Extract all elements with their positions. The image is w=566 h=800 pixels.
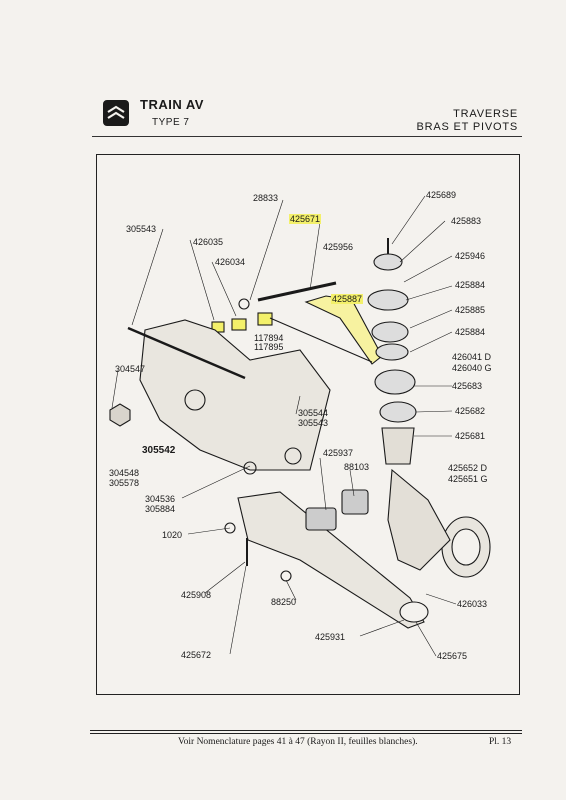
part-label-425672: 425672	[181, 650, 212, 660]
footer-rule-bottom	[90, 733, 522, 734]
part-label-305884: 305884	[145, 504, 176, 514]
part-label-426035: 426035	[193, 237, 224, 247]
part-label-304547: 304547	[115, 364, 146, 374]
part-label-425675: 425675	[437, 651, 468, 661]
page-subtitle: TYPE 7	[152, 117, 190, 128]
part-label-305543-mid: 305543	[298, 418, 329, 428]
part-label-426034: 426034	[215, 257, 246, 267]
footer-rule-top	[90, 730, 522, 731]
section-subtitle: BRAS ET PIVOTS	[416, 121, 518, 133]
part-label-117895: 117895	[254, 342, 284, 352]
part-label-305543-top: 305543	[126, 224, 157, 234]
part-label-425931: 425931	[315, 632, 346, 642]
section-title: TRAVERSE	[453, 108, 518, 120]
part-label-425946: 425946	[455, 251, 486, 261]
citroen-logo-icon	[103, 100, 129, 126]
plate-number: Pl. 13	[489, 737, 512, 747]
part-label-426041: 426041 D	[452, 352, 492, 362]
part-label-88103: 88103	[344, 462, 370, 472]
part-label-305578: 305578	[109, 478, 140, 488]
part-label-425682: 425682	[455, 406, 486, 416]
part-label-425883: 425883	[451, 216, 482, 226]
part-label-305542: 305542	[142, 445, 176, 456]
part-label-425651: 425651 G	[448, 474, 488, 484]
part-label-304536: 304536	[145, 494, 176, 504]
part-label-425652: 425652 D	[448, 463, 488, 473]
part-label-305544: 305544	[298, 408, 329, 418]
part-label-28833: 28833	[253, 193, 279, 203]
part-label-425937: 425937	[323, 448, 354, 458]
washer-shape	[238, 298, 250, 310]
part-label-425884-a: 425884	[455, 280, 486, 290]
part-label-117894: 117894	[254, 333, 284, 343]
part-label-426040: 426040 G	[452, 363, 492, 373]
part-label-304548: 304548	[109, 468, 140, 478]
part-label-425887: 425887	[331, 294, 364, 304]
page-title: TRAIN AV	[140, 97, 204, 112]
drawing-frame	[96, 154, 520, 695]
footer-reference: Voir Nomenclature pages 41 à 47 (Rayon I…	[178, 737, 418, 747]
part-label-425956: 425956	[323, 242, 354, 252]
part-label-425689: 425689	[426, 190, 457, 200]
part-label-425908: 425908	[181, 590, 212, 600]
part-label-425681: 425681	[455, 431, 486, 441]
part-label-88250: 88250	[271, 597, 297, 607]
part-label-425884-b: 425884	[455, 327, 486, 337]
part-label-425671: 425671	[289, 214, 322, 224]
part-label-426033: 426033	[457, 599, 488, 609]
header-divider	[92, 136, 522, 137]
part-label-425683: 425683	[452, 381, 483, 391]
part-label-1020: 1020	[162, 530, 183, 540]
part-label-425885: 425885	[455, 305, 486, 315]
